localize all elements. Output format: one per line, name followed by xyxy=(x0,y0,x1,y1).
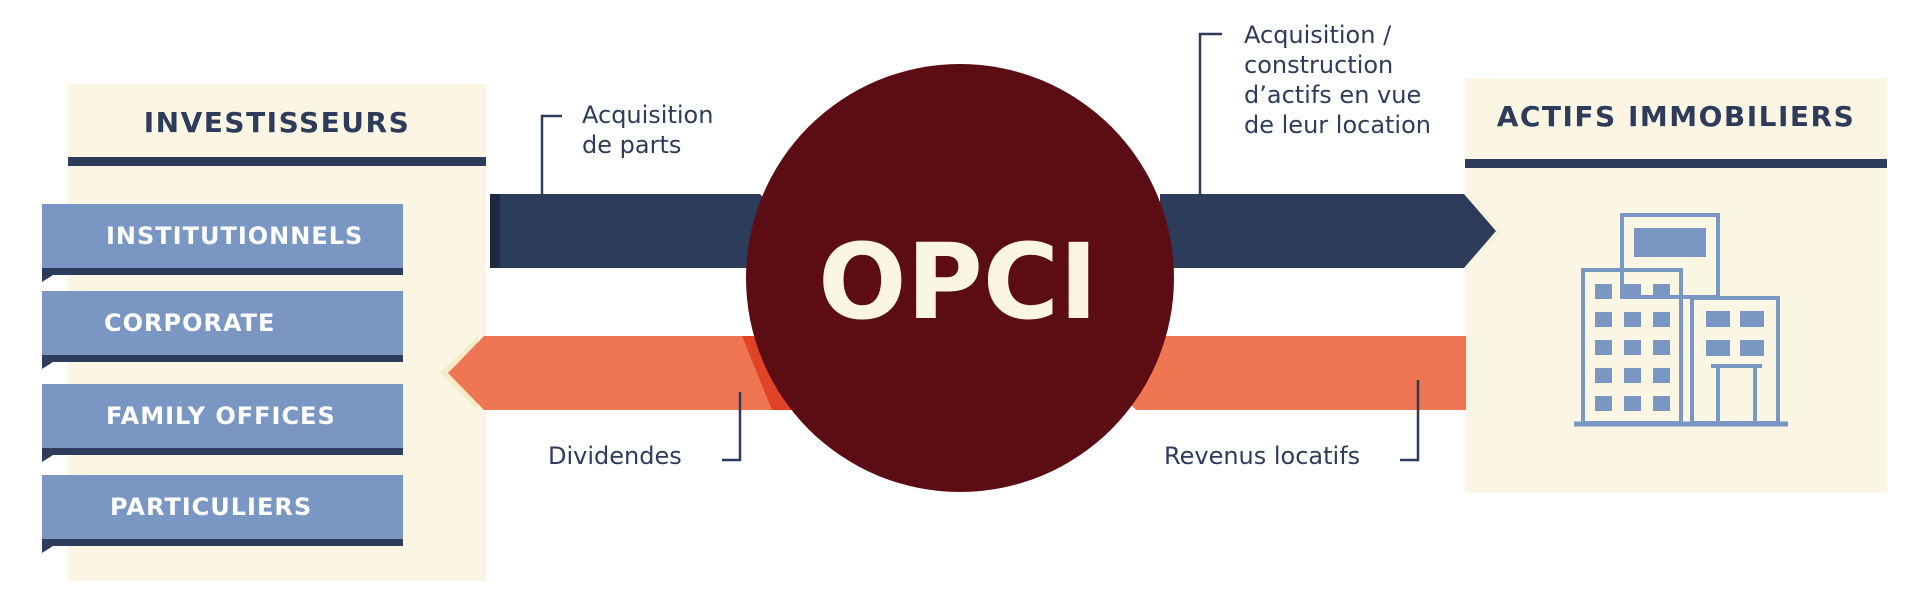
opci-circle: OPCI xyxy=(746,64,1174,492)
ribbon-shadow xyxy=(42,268,403,275)
assets-title-rule xyxy=(1465,159,1887,168)
ribbon-shadow xyxy=(42,355,403,362)
arrow-opci-to-investors xyxy=(440,336,800,410)
investor-item-particuliers: PARTICULIERS xyxy=(42,475,403,553)
investor-item-label: PARTICULIERS xyxy=(42,475,403,539)
investor-item-family-offices: FAMILY OFFICES xyxy=(42,384,403,462)
leader-dividendes xyxy=(722,392,742,462)
building-icon xyxy=(1574,213,1788,427)
arrow-investors-to-opci xyxy=(490,194,796,268)
arrow-opci-to-assets xyxy=(1160,194,1500,268)
ribbon-fold xyxy=(42,539,64,553)
investor-item-corporate: CORPORATE xyxy=(42,291,403,369)
leader-acquisition-construction xyxy=(1198,32,1222,212)
investor-item-label: CORPORATE xyxy=(42,291,403,355)
investor-item-label: INSTITUTIONNELS xyxy=(42,204,403,268)
label-acquisition-construction: Acquisition / construction d’actifs en v… xyxy=(1244,21,1431,139)
ribbon-shadow xyxy=(42,539,403,546)
label-acquisition-parts: Acquisition de parts xyxy=(582,101,714,159)
arrow-body xyxy=(1101,336,1466,410)
assets-title: ACTIFS IMMOBILIERS xyxy=(1496,100,1856,133)
investor-item-label: FAMILY OFFICES xyxy=(42,384,403,448)
arrow-assets-to-opci xyxy=(1101,336,1466,410)
ribbon-fold xyxy=(42,355,64,369)
arrow-body xyxy=(500,194,796,268)
investor-item-institutionnels: INSTITUTIONNELS xyxy=(42,204,403,282)
leader-acquisition-parts xyxy=(540,114,562,212)
investors-title: INVESTISSEURS xyxy=(143,106,411,139)
label-dividendes: Dividendes xyxy=(548,442,682,470)
assets-panel: ACTIFS IMMOBILIERS xyxy=(1465,78,1887,493)
ribbon-shadow xyxy=(42,448,403,455)
investors-title-rule xyxy=(68,157,486,166)
ribbon-fold xyxy=(42,448,64,462)
arrow-body xyxy=(448,336,790,410)
ribbon-fold xyxy=(42,268,64,282)
arrow-body xyxy=(1160,194,1496,268)
label-revenus-locatifs: Revenus locatifs xyxy=(1164,442,1361,470)
leader-revenus-locatifs xyxy=(1400,380,1420,462)
opci-label: OPCI xyxy=(818,221,1098,343)
